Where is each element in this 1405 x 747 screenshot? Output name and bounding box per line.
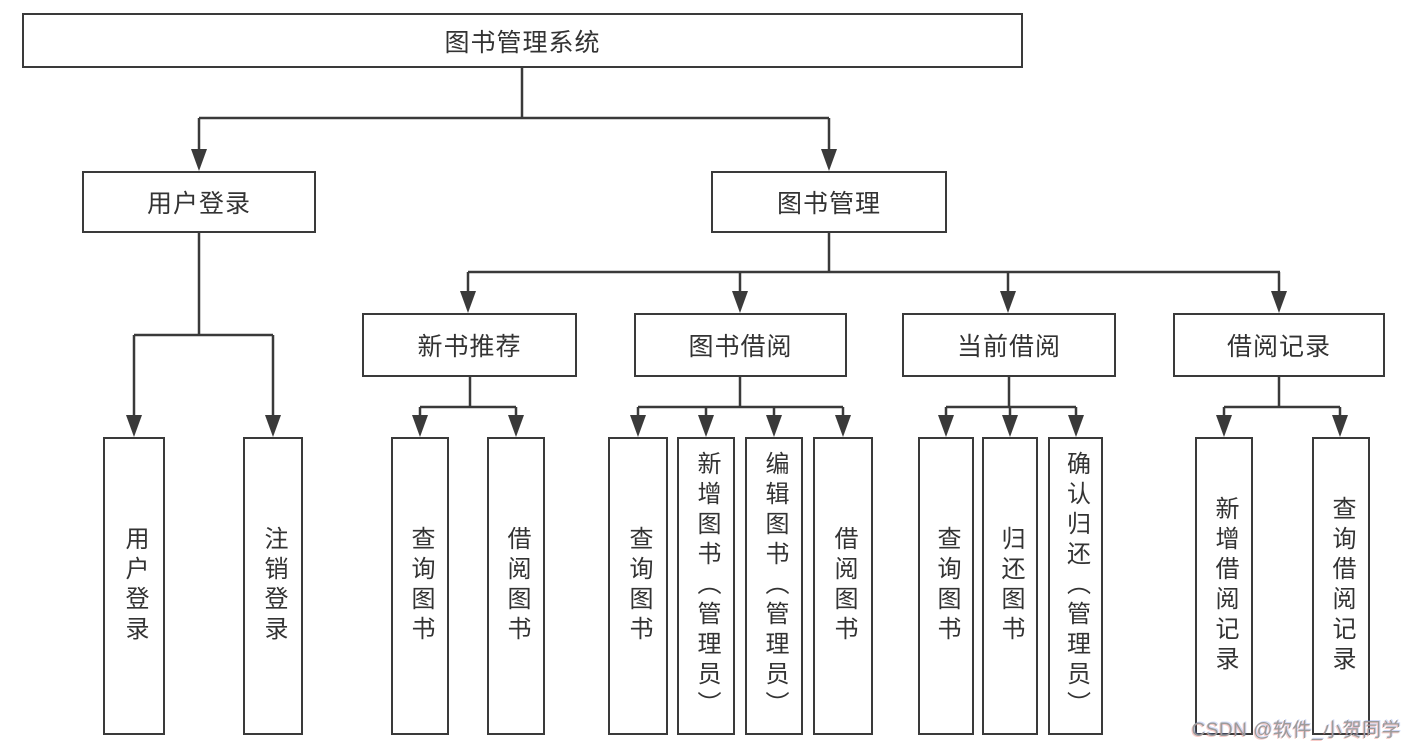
node-label: 用户登录 — [146, 190, 251, 218]
leaf-label: 查询图书 — [625, 526, 652, 646]
arrowhead-icon — [1002, 415, 1018, 437]
node-borrow-records: 借阅记录 — [1173, 313, 1385, 377]
leaf-label: 新增图书（管理员） — [693, 451, 720, 721]
leaf-label: 查询借阅记录 — [1328, 496, 1355, 676]
arrowhead-icon — [938, 415, 954, 437]
leaf-user-login: 用户登录 — [103, 437, 165, 735]
arrowhead-icon — [698, 415, 714, 437]
node-library-management-system: 图书管理系统 — [22, 13, 1023, 68]
csdn-watermark: CSDN @软件_小贺同学 — [1191, 720, 1401, 741]
node-label: 当前借阅 — [956, 333, 1061, 361]
leaf-edit-books-admin: 编辑图书（管理员） — [745, 437, 803, 735]
arrowhead-icon — [835, 415, 851, 437]
arrowhead-icon — [1000, 291, 1016, 313]
leaf-query-books-rec: 查询图书 — [391, 437, 449, 735]
leaf-add-borrow-record: 新增借阅记录 — [1195, 437, 1253, 735]
node-book-borrow: 图书借阅 — [634, 313, 847, 377]
leaf-label: 编辑图书（管理员） — [761, 451, 788, 721]
node-label: 新书推荐 — [417, 333, 522, 361]
leaf-label: 归还图书 — [997, 526, 1024, 646]
connector-line — [1222, 377, 1342, 416]
leaf-label: 确认归还（管理员） — [1062, 451, 1090, 721]
leaf-label: 用户登录 — [121, 526, 148, 646]
arrowhead-icon — [1271, 291, 1287, 313]
arrowhead-icon — [1216, 415, 1232, 437]
node-book-management: 图书管理 — [711, 171, 947, 233]
connector-root-to-level2 — [191, 68, 837, 171]
arrowhead-icon — [1068, 415, 1084, 437]
leaf-borrow-books-rec: 借阅图书 — [487, 437, 545, 735]
connector-line — [132, 233, 275, 416]
connector-user-login-to-leaves — [126, 233, 281, 437]
arrowhead-icon — [265, 415, 281, 437]
leaf-label: 新增借阅记录 — [1211, 496, 1238, 676]
leaf-label: 查询图书 — [933, 526, 960, 646]
arrowhead-icon — [732, 291, 748, 313]
leaf-add-books-admin: 新增图书（管理员） — [677, 437, 735, 735]
arrowhead-icon — [191, 149, 207, 171]
connector-line — [197, 68, 831, 150]
leaf-label: 注销登录 — [260, 526, 287, 646]
node-label: 图书借阅 — [688, 333, 793, 361]
node-label: 借阅记录 — [1226, 333, 1331, 361]
leaf-label: 借阅图书 — [503, 526, 530, 646]
node-user-login: 用户登录 — [82, 171, 316, 233]
leaf-logout: 注销登录 — [243, 437, 303, 735]
connector-book-borrow-to-leaves — [630, 377, 851, 437]
arrowhead-icon — [766, 415, 782, 437]
connector-line — [466, 233, 1281, 292]
leaf-query-books-borrow: 查询图书 — [608, 437, 668, 735]
connector-line — [944, 377, 1078, 416]
leaf-borrow-books: 借阅图书 — [813, 437, 873, 735]
arrowhead-icon — [460, 291, 476, 313]
connector-borrow-records-to-leaves — [1216, 377, 1348, 437]
arrowhead-icon — [508, 415, 524, 437]
arrowhead-icon — [126, 415, 142, 437]
node-label: 图书管理系统 — [444, 28, 601, 57]
arrowhead-icon — [412, 415, 428, 437]
node-new-book-recommend: 新书推荐 — [362, 313, 577, 377]
leaf-label: 借阅图书 — [830, 526, 857, 646]
leaf-query-books-current: 查询图书 — [918, 437, 974, 735]
leaf-label: 查询图书 — [407, 526, 434, 646]
node-current-borrow: 当前借阅 — [902, 313, 1116, 377]
connector-book-mgmt-to-level3 — [460, 233, 1287, 313]
node-label: 图书管理 — [776, 190, 881, 218]
connector-line — [418, 377, 518, 416]
connector-current-borrow-to-leaves — [938, 377, 1084, 437]
leaf-confirm-return-admin: 确认归还（管理员） — [1048, 437, 1103, 735]
connector-new-book-rec-to-leaves — [412, 377, 524, 437]
arrowhead-icon — [1332, 415, 1348, 437]
leaf-return-books: 归还图书 — [982, 437, 1038, 735]
arrowhead-icon — [630, 415, 646, 437]
arrowhead-icon — [821, 149, 837, 171]
leaf-query-borrow-record: 查询借阅记录 — [1312, 437, 1370, 735]
connector-line — [636, 377, 845, 416]
